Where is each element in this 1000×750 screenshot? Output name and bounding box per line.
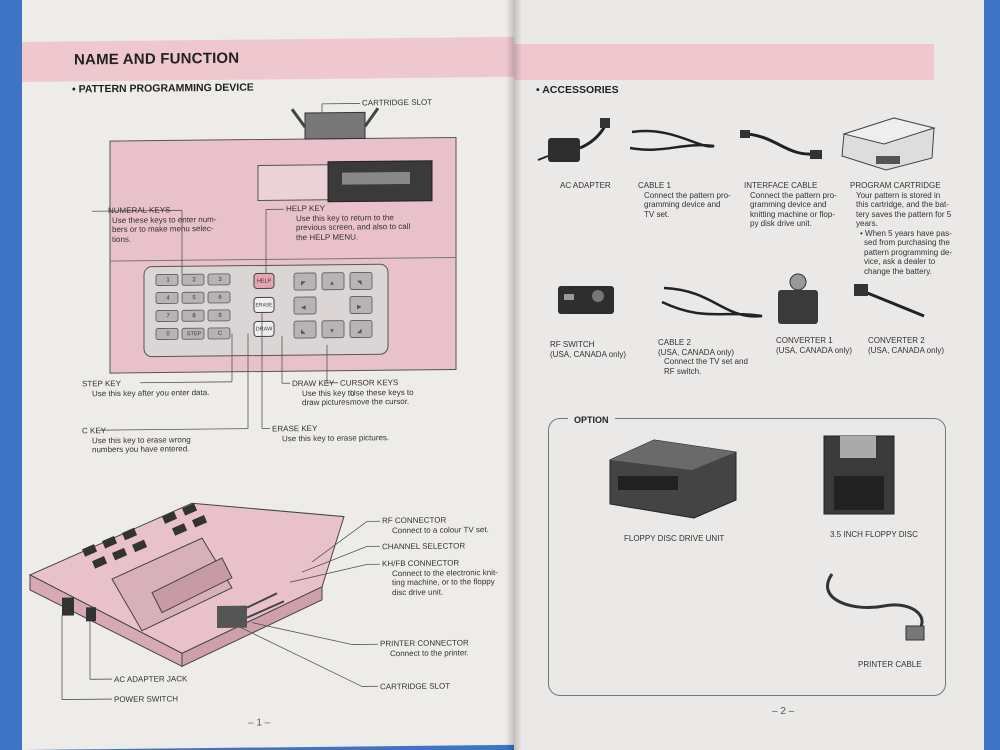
accessory-interface-cable: INTERFACE CABLE Connect the pattern pro-… <box>744 181 837 228</box>
section-heading-accessories: • ACCESSORIES <box>536 84 619 96</box>
label-cartridge-slot-bottom: CARTRIDGE SLOT <box>380 681 451 692</box>
accessory-program-cartridge: PROGRAM CARTRIDGE Your pattern is stored… <box>850 181 953 276</box>
accessory-cable-1: CABLE 1 Connect the pattern pro- grammin… <box>638 181 731 219</box>
right-page: • ACCESSORIES <box>514 0 984 750</box>
key-help: HELP <box>256 278 272 285</box>
option-box <box>548 418 946 696</box>
key-draw: DRAW <box>255 326 273 333</box>
svg-text:◣: ◣ <box>301 329 306 335</box>
page-number-left: – 1 – <box>248 717 271 729</box>
accessories-illustration <box>537 117 936 641</box>
label-printer-connector: PRINTER CONNECTOR Connect to the printer… <box>380 638 469 658</box>
svg-text:▶: ▶ <box>357 304 362 310</box>
label-c-key: C KEY Use this key to erase wrong number… <box>82 426 191 455</box>
label-step-key: STEP KEY Use this key after you enter da… <box>82 378 210 398</box>
label-power-switch: POWER SWITCH <box>114 694 178 705</box>
key-c: C <box>217 330 223 337</box>
svg-text:◀: ◀ <box>301 305 306 311</box>
accessory-converter-2: CONVERTER 2 (USA, CANADA only) <box>868 336 945 355</box>
svg-text:▼: ▼ <box>329 329 335 335</box>
key-5: 5 <box>192 295 196 302</box>
device-illustration: ◤ ▲ ◥ ◀ ▶ ◣ ▼ ◢ <box>28 103 457 700</box>
label-cartridge-slot-top: CARTRIDGE SLOT <box>362 97 433 108</box>
key-step: STEP <box>186 331 202 338</box>
label-numeral-keys: NUMERAL KEYS Use these keys to enter num… <box>108 205 217 244</box>
book-gutter <box>506 0 522 750</box>
key-0: 0 <box>166 331 170 338</box>
label-ac-adapter-jack: AC ADAPTER JACK <box>114 674 188 685</box>
key-3: 3 <box>218 276 222 283</box>
accessory-converter-1: CONVERTER 1 (USA, CANADA only) <box>776 336 853 355</box>
key-1: 1 <box>166 277 170 284</box>
page-number-right: – 2 – <box>772 706 795 717</box>
key-6: 6 <box>218 294 222 301</box>
option-heading: OPTION <box>568 415 615 425</box>
key-9: 9 <box>218 312 222 319</box>
key-2: 2 <box>192 277 196 284</box>
option-floppy-drive: FLOPPY DISC DRIVE UNIT <box>624 534 725 543</box>
key-8: 8 <box>192 313 196 320</box>
svg-text:◢: ◢ <box>357 328 362 334</box>
option-printer-cable: PRINTER CABLE <box>858 660 922 669</box>
right-title-band <box>514 44 934 80</box>
key-erase: ERASE <box>255 302 273 309</box>
label-erase-key: ERASE KEY Use this key to erase pictures… <box>272 423 390 443</box>
svg-text:▲: ▲ <box>329 281 335 287</box>
label-khfb-connector: KH/FB CONNECTOR Connect to the electroni… <box>382 558 498 597</box>
left-page: NAME AND FUNCTION • PATTERN PROGRAMMING … <box>22 0 514 750</box>
svg-text:◤: ◤ <box>301 281 306 287</box>
accessory-rf-switch: RF SWITCH (USA, CANADA only) <box>550 340 627 359</box>
accessory-cable-2: CABLE 2 (USA, CANADA only) Connect the T… <box>658 338 748 376</box>
label-help-key: HELP KEY Use this key to return to the p… <box>286 203 411 242</box>
option-floppy-disc: 3.5 INCH FLOPPY DISC <box>830 530 918 539</box>
label-cursor-keys: CURSOR KEYS Use these keys to move the c… <box>340 378 414 407</box>
label-channel-selector: CHANNEL SELECTOR <box>382 541 466 552</box>
key-7: 7 <box>166 313 170 320</box>
accessory-ac-adapter: AC ADAPTER <box>560 181 611 190</box>
svg-text:◥: ◥ <box>357 280 362 286</box>
label-rf-connector: RF CONNECTOR Connect to a colour TV set. <box>382 515 489 535</box>
key-4: 4 <box>166 295 170 302</box>
